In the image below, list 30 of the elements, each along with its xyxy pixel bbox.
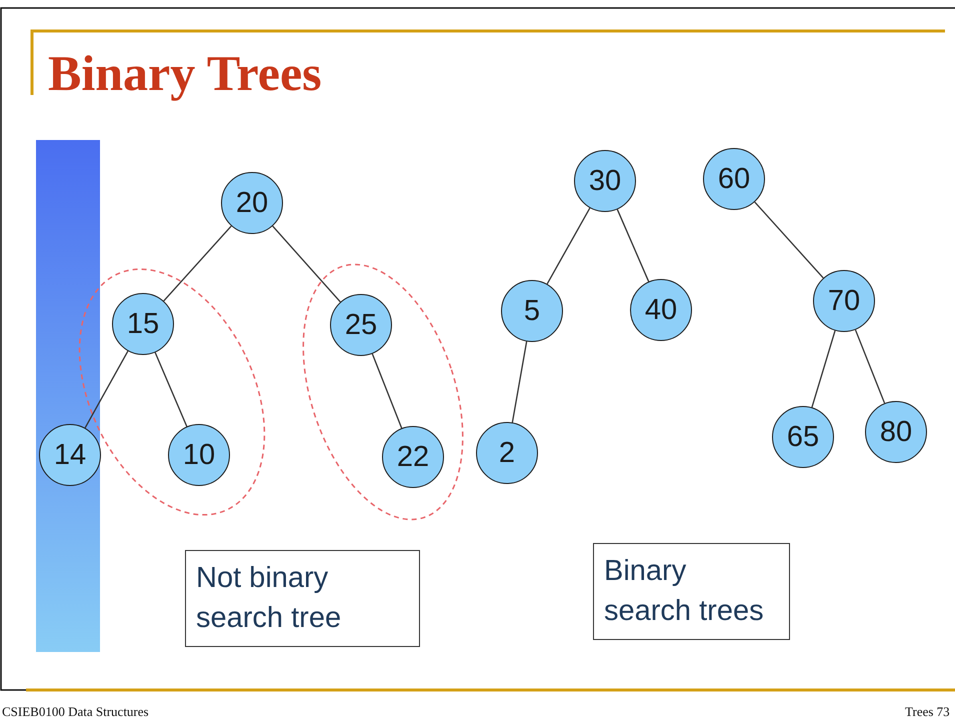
note-text: Binary search trees — [604, 554, 765, 628]
tree-edge — [163, 226, 232, 302]
tree-node-circle: 25 — [330, 294, 392, 356]
tree-node-circle: 20 — [221, 172, 283, 234]
slide-title: Binary Trees — [48, 44, 322, 102]
tree-node-circle: 65 — [772, 406, 834, 468]
tree-edge — [854, 330, 886, 404]
tree-edge — [616, 209, 650, 282]
tree-edge — [272, 226, 341, 302]
note-text: Not binary search tree — [196, 561, 342, 636]
footer-text: Trees 73 — [905, 704, 950, 720]
tree-edge — [754, 202, 824, 278]
tree-edge — [154, 352, 188, 427]
tree-edge — [811, 330, 836, 408]
tree-node-circle: 15 — [112, 293, 174, 355]
footer-text: CSIEB0100 Data Structures — [2, 704, 149, 720]
tree-edge — [372, 354, 402, 428]
tree-node-circle: 2 — [476, 422, 538, 484]
tree-edge — [512, 341, 528, 423]
note-box — [185, 550, 420, 647]
tree-node-circle: 40 — [630, 279, 692, 341]
tree-node-circle: 10 — [168, 424, 230, 486]
tree-node-circle: 70 — [813, 270, 875, 332]
tree-node-circle: 5 — [501, 280, 563, 342]
tree-edge — [546, 208, 590, 284]
note-box — [593, 543, 790, 640]
tree-node-circle: 60 — [703, 148, 765, 210]
tree-node-circle: 30 — [574, 150, 636, 212]
tree-node-circle: 22 — [382, 426, 444, 488]
tree-node-circle: 80 — [865, 401, 927, 463]
